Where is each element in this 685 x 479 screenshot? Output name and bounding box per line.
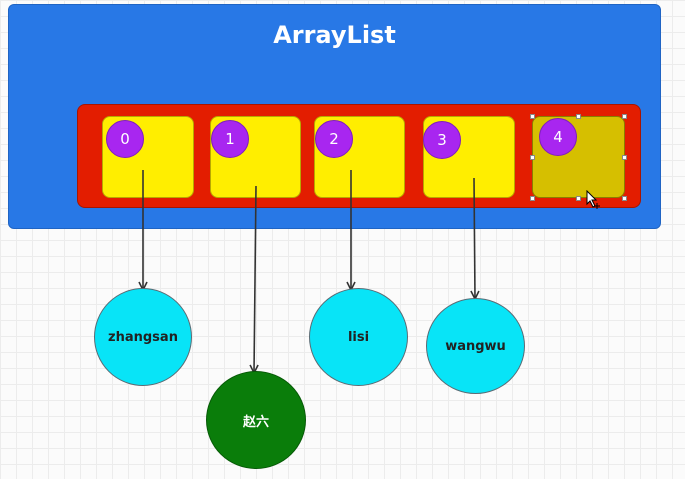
- index-badge-3: 3: [423, 121, 461, 159]
- selection-handle-top[interactable]: [576, 114, 581, 119]
- move-cursor-icon: [586, 190, 600, 209]
- selection-handle-right[interactable]: [622, 155, 627, 160]
- index-badge-1: 1: [211, 120, 249, 158]
- index-badge-2: 2: [315, 120, 353, 158]
- index-badge-4: 4: [539, 118, 577, 156]
- selection-handle-top-left[interactable]: [530, 114, 535, 119]
- index-badge-0: 0: [106, 120, 144, 158]
- node-lisi[interactable]: lisi: [309, 288, 408, 386]
- node-wangwu[interactable]: wangwu: [426, 298, 525, 394]
- arrow-1-to-zhaoliu: [254, 185, 256, 373]
- node-zhaoliu[interactable]: 赵六: [206, 371, 306, 469]
- arrow-3-to-wangwu: [474, 177, 475, 299]
- selection-handle-bottom-left[interactable]: [530, 196, 535, 201]
- selection-handle-top-right[interactable]: [622, 114, 627, 119]
- selection-handle-left[interactable]: [530, 155, 535, 160]
- selection-handle-bottom-right[interactable]: [622, 196, 627, 201]
- selection-handle-bottom[interactable]: [576, 196, 581, 201]
- arraylist-title: ArrayList: [273, 21, 396, 49]
- node-zhangsan[interactable]: zhangsan: [94, 288, 192, 386]
